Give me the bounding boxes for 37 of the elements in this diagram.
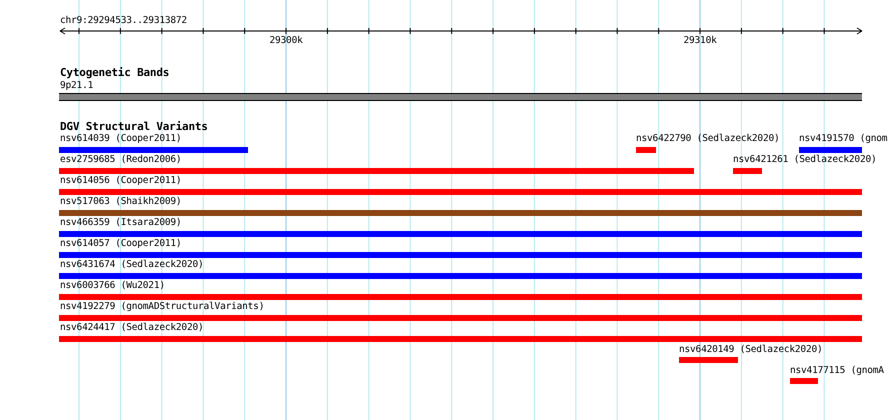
- feature-bar: [59, 252, 862, 258]
- feature-label: nsv466359 (Itsara2009): [60, 217, 182, 229]
- feature-label: nsv4177115 (gnomA: [790, 365, 884, 377]
- feature-label: nsv6431674 (Sedlazeck2020): [60, 259, 204, 271]
- feature-label: nsv6424417 (Sedlazeck2020): [60, 322, 204, 334]
- feature-label: nsv4192279 (gnomADStructuralVariants): [60, 301, 264, 313]
- feature-bar: [59, 147, 248, 153]
- tick-label: 29300k: [270, 35, 303, 47]
- feature-label: nsv4191570 (gnom: [799, 133, 888, 145]
- tick-label: 29310k: [684, 35, 717, 47]
- feature-bar: [636, 147, 656, 153]
- feature-bar: [59, 336, 862, 342]
- band-label: 9p21.1: [60, 80, 94, 92]
- feature-label: nsv614039 (Cooper2011): [60, 133, 182, 145]
- feature-bar: [799, 147, 862, 153]
- coordinate-label: chr9:29294533..29313872: [60, 15, 187, 27]
- feature-bar: [59, 315, 862, 321]
- track-title: DGV Structural Variants: [60, 121, 208, 133]
- feature-label: nsv6420149 (Sedlazeck2020): [679, 344, 823, 356]
- feature-label: nsv614057 (Cooper2011): [60, 238, 182, 250]
- feature-label: esv2759685 (Redon2006): [60, 154, 182, 166]
- feature-label: nsv517063 (Shaikh2009): [60, 196, 182, 208]
- track-title: Cytogenetic Bands: [60, 67, 170, 79]
- feature-label: nsv6421261 (Sedlazeck2020): [733, 154, 877, 166]
- feature-bar: [790, 378, 818, 384]
- feature-label: nsv6422790 (Sedlazeck2020): [636, 133, 780, 145]
- feature-bar: [59, 294, 862, 300]
- feature-bar: [59, 210, 862, 216]
- feature-bar: [679, 357, 738, 363]
- feature-bar: [733, 168, 762, 174]
- feature-bar: [59, 168, 694, 174]
- feature-label: nsv614056 (Cooper2011): [60, 175, 182, 187]
- feature-bar: [59, 231, 862, 237]
- feature-bar: [59, 273, 862, 279]
- cytoband-bar: [59, 93, 862, 101]
- feature-bar: [59, 189, 862, 195]
- feature-label: nsv6003766 (Wu2021): [60, 280, 165, 292]
